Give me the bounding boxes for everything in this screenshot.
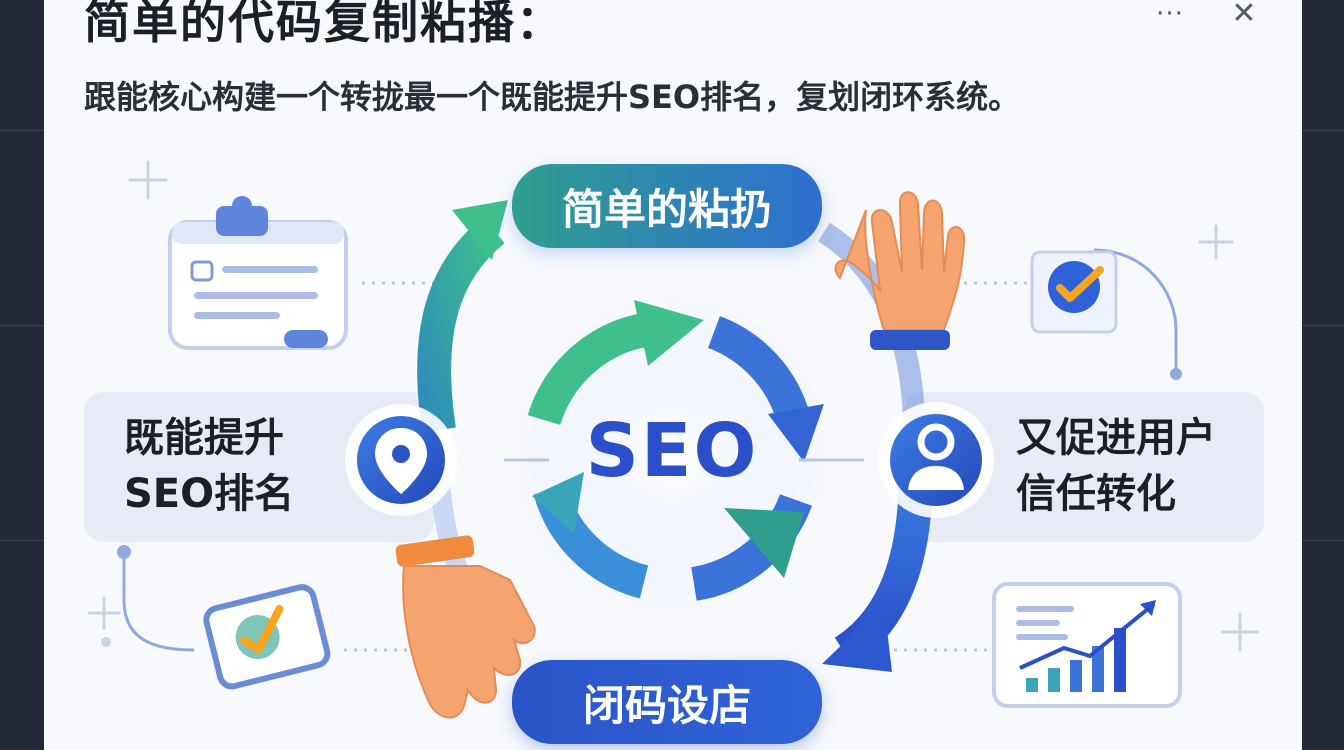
location-pin-icon xyxy=(345,404,457,516)
close-button[interactable]: ✕ xyxy=(1224,0,1264,31)
left-panel-line: 既能提升 xyxy=(124,415,284,461)
outer-arrow-blue-head xyxy=(822,604,892,672)
page-title: 简单的代码复制粘播： xyxy=(84,0,564,49)
decorative-plus-icons xyxy=(87,160,1260,652)
growth-chart-icon xyxy=(992,582,1182,708)
right-panel-text: 又促进用户 信任转化 xyxy=(1016,410,1216,522)
raised-hand-icon xyxy=(834,191,966,350)
right-panel-line: 又促进用户 xyxy=(1016,415,1216,461)
top-step-label: 简单的粘扔 xyxy=(561,184,772,234)
user-icon xyxy=(878,402,994,518)
more-icon: ··· xyxy=(1156,0,1184,29)
left-panel-text: 既能提升 SEO排名 xyxy=(124,410,294,522)
bottom-step-pill: 闭码设店 xyxy=(512,660,822,744)
background-line xyxy=(0,325,44,326)
background-line xyxy=(1300,325,1344,326)
left-panel-line: SEO排名 xyxy=(124,471,295,517)
outer-arrow-teal-head xyxy=(452,200,508,260)
checkmark-badge-icon xyxy=(1030,248,1182,380)
background-line xyxy=(0,540,44,541)
background-line xyxy=(1300,540,1344,541)
background-line xyxy=(0,130,44,131)
bottom-step-label: 闭码设店 xyxy=(582,680,751,730)
top-step-pill: 简单的粘扔 xyxy=(512,164,822,248)
close-icon: ✕ xyxy=(1231,0,1257,31)
dialog-card: 简单的代码复制粘播： 跟能核心构建一个转拢最一个既能提升SEO排名，复划闭环系统… xyxy=(44,0,1302,750)
background-line xyxy=(1300,130,1344,131)
more-menu-button[interactable]: ··· xyxy=(1150,0,1190,28)
seo-center-label: SEO xyxy=(585,408,759,494)
checkmark-card-icon xyxy=(117,545,331,690)
page-subtitle: 跟能核心构建一个转拢最一个既能提升SEO排名，复划闭环系统。 xyxy=(84,78,1021,116)
clipboard-document-icon xyxy=(168,196,348,350)
right-panel-line: 信任转化 xyxy=(1016,471,1176,517)
seo-cycle-diagram xyxy=(87,160,1260,719)
reaching-hand-icon xyxy=(395,535,536,719)
outer-arrow-teal xyxy=(417,216,505,433)
